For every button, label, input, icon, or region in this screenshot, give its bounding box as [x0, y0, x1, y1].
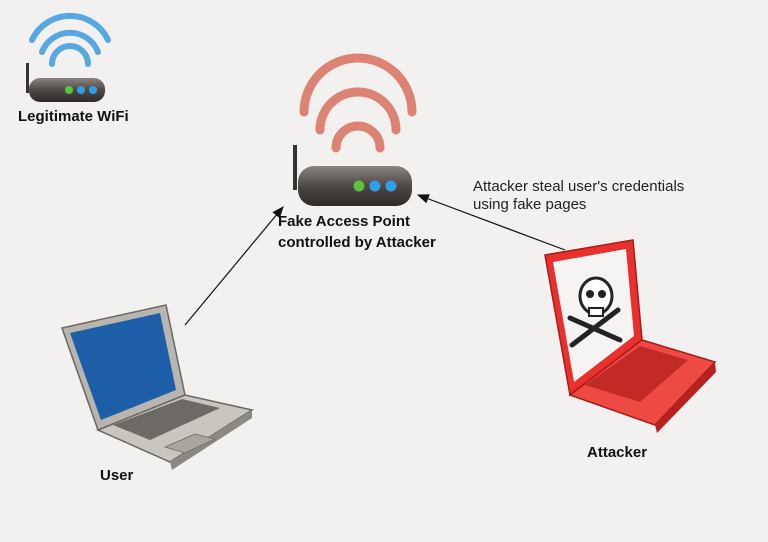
attacker-label: Attacker — [587, 444, 648, 461]
fake-ap-label-line2: controlled by Attacker — [278, 234, 436, 251]
annotation-line1: Attacker steal user's credentials — [473, 178, 685, 195]
attacker-to-fake-ap-arrow — [416, 194, 566, 251]
user-to-fake-ap-arrow — [184, 206, 284, 326]
legitimate-wifi-router-icon — [26, 12, 111, 102]
user-label: User — [100, 467, 134, 484]
fake-access-point-router-icon — [293, 53, 417, 206]
legitimate-wifi-label: Legitimate WiFi — [18, 108, 129, 125]
attacker-laptop-icon — [544, 239, 717, 433]
annotation-line2: using fake pages — [473, 196, 587, 213]
fake-ap-label-line1: Fake Access Point — [278, 213, 411, 230]
skull-crossbones-icon — [567, 276, 623, 348]
user-laptop-icon — [61, 304, 254, 470]
